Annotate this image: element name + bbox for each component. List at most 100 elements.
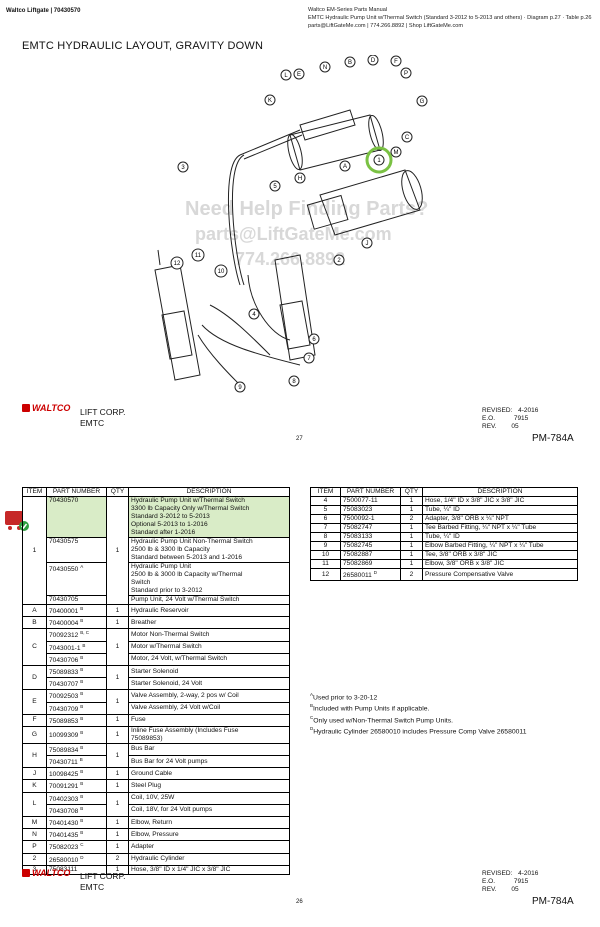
callout-B: B — [344, 56, 356, 68]
svg-text:7: 7 — [307, 356, 311, 362]
desc-cell: Hydraulic Pump Unit 2500 lb & 3000 lb Ca… — [128, 562, 290, 596]
desc-cell: Hose, 1/4" ID x 3/8" JIC x 3/8" JIC — [422, 496, 578, 506]
desc-cell: Hose, 3/8" ID x 1/4" JIC x 3/8" JIC — [128, 864, 290, 875]
revision-block: REVISED: 4-2016 E.O. 7915 REV. 05 — [482, 870, 539, 893]
desc-cell: Adapter, 3/8" ORB x ¼" NPT — [422, 514, 578, 524]
part-cell[interactable]: 70430706 B — [46, 652, 107, 666]
part-cell[interactable]: 75089833 B — [46, 664, 107, 679]
qty-cell: 1 — [106, 815, 129, 830]
header-line[interactable]: parts@LiftGateMe.com | 774.266.8892 | Sh… — [308, 23, 464, 29]
part-cell[interactable]: 75082745 — [340, 541, 401, 551]
model-name: EMTC — [80, 418, 105, 428]
item-cell: B — [22, 616, 47, 630]
item-cell: 11 — [310, 559, 341, 569]
part-cell[interactable]: 7043001-1 B — [46, 640, 107, 654]
desc-cell: Tube, ¼" ID — [422, 505, 578, 515]
part-cell[interactable]: 75083133 — [340, 532, 401, 542]
item-cell: 9 — [310, 541, 341, 551]
part-cell[interactable]: 7500092-1 — [340, 514, 401, 524]
svg-text:D: D — [371, 58, 376, 64]
header-line: Waltco EM-Series Parts Manual — [308, 7, 388, 13]
part-cell[interactable]: 75082869 — [340, 559, 401, 569]
callout-K: K — [264, 94, 276, 106]
svg-text:6: 6 — [312, 337, 316, 343]
callout-10: 10 — [214, 264, 228, 278]
part-cell[interactable]: 70402303 B — [46, 791, 107, 805]
svg-text:4: 4 — [252, 312, 256, 318]
part-cell[interactable]: 70401435 B — [46, 828, 107, 842]
svg-text:B: B — [348, 60, 352, 66]
header-line: EMTC Hydraulic Pump Unit w/Thermal Switc… — [308, 15, 592, 21]
footnote: BIncluded with Pump Units if applicable. — [310, 703, 430, 713]
svg-text:J: J — [366, 241, 369, 247]
item-cell: 5 — [310, 505, 341, 515]
part-cell[interactable]: 75083023 — [340, 505, 401, 515]
part-cell[interactable]: 70430708 B — [46, 803, 107, 818]
part-cell[interactable]: 70430711 B — [46, 755, 107, 769]
part-cell[interactable]: 75089834 B — [46, 742, 107, 757]
callout-8: 8 — [288, 375, 300, 387]
svg-text:12: 12 — [174, 261, 181, 267]
callout-D: D — [367, 55, 379, 66]
qty-cell: 1 — [106, 616, 129, 630]
callout-H: H — [294, 172, 306, 184]
part-cell[interactable]: 70430705 — [46, 595, 107, 605]
part-cell[interactable]: 10099309 B — [46, 725, 107, 744]
page-title: EMTC HYDRAULIC LAYOUT, GRAVITY DOWN — [22, 40, 264, 52]
pump-motor — [289, 114, 381, 171]
col-header: QTY — [400, 487, 423, 497]
part-cell[interactable]: 75082023 C — [46, 840, 107, 854]
desc-cell: Starter Solenoid — [128, 664, 290, 679]
part-cell[interactable]: 75082747 — [340, 523, 401, 533]
item-cell: K — [22, 779, 47, 793]
part-cell[interactable]: 70430550 A — [46, 562, 107, 596]
desc-cell: Pressure Compensative Valve — [422, 567, 578, 582]
part-cell[interactable]: 70400004 B — [46, 616, 107, 630]
part-cell[interactable]: 70430707 B — [46, 677, 107, 691]
part-cell[interactable]: 7500077-11 — [340, 496, 401, 506]
part-cell[interactable]: 26580011 D — [340, 567, 401, 582]
part-cell[interactable]: 75089853 B — [46, 713, 107, 727]
part-cell[interactable]: 70092503 B — [46, 689, 107, 703]
qty-cell: 2 — [400, 514, 423, 524]
svg-text:E: E — [297, 72, 301, 78]
qty-cell: 1 — [106, 828, 129, 842]
part-cell[interactable]: 70430570 — [46, 496, 107, 538]
callout-M: M — [390, 146, 402, 158]
callout-2: 2 — [333, 254, 345, 266]
part-cell[interactable]: 70092312 B, C — [46, 628, 107, 642]
qty-cell: 1 — [106, 628, 129, 666]
part-cell[interactable]: 75082887 — [340, 550, 401, 560]
item-cell: E — [22, 689, 47, 715]
part-cell[interactable]: 70400001 B — [46, 603, 107, 618]
part-cell[interactable]: 70401430 B — [46, 815, 107, 830]
part-cell[interactable]: 70091291 B — [46, 779, 107, 793]
item-cell: H — [22, 742, 47, 769]
parts-table-left: ITEM PART NUMBER QTY DESCRIPTION 1 70430… — [22, 487, 290, 875]
qty-cell: 1 — [106, 791, 129, 818]
item-cell: A — [22, 603, 47, 618]
waltco-logo: WALTCO — [22, 868, 70, 878]
part-cell[interactable]: 10098425 B — [46, 767, 107, 781]
part-cell[interactable]: 26580010 D — [46, 852, 107, 866]
item-cell: 1 — [22, 496, 47, 605]
part-cell[interactable]: 70430709 B — [46, 701, 107, 715]
part-cell[interactable]: 70430575 — [46, 537, 107, 563]
qty-cell: 1 — [106, 725, 129, 744]
watermark-line: Need Help Finding Parts? — [185, 198, 428, 220]
